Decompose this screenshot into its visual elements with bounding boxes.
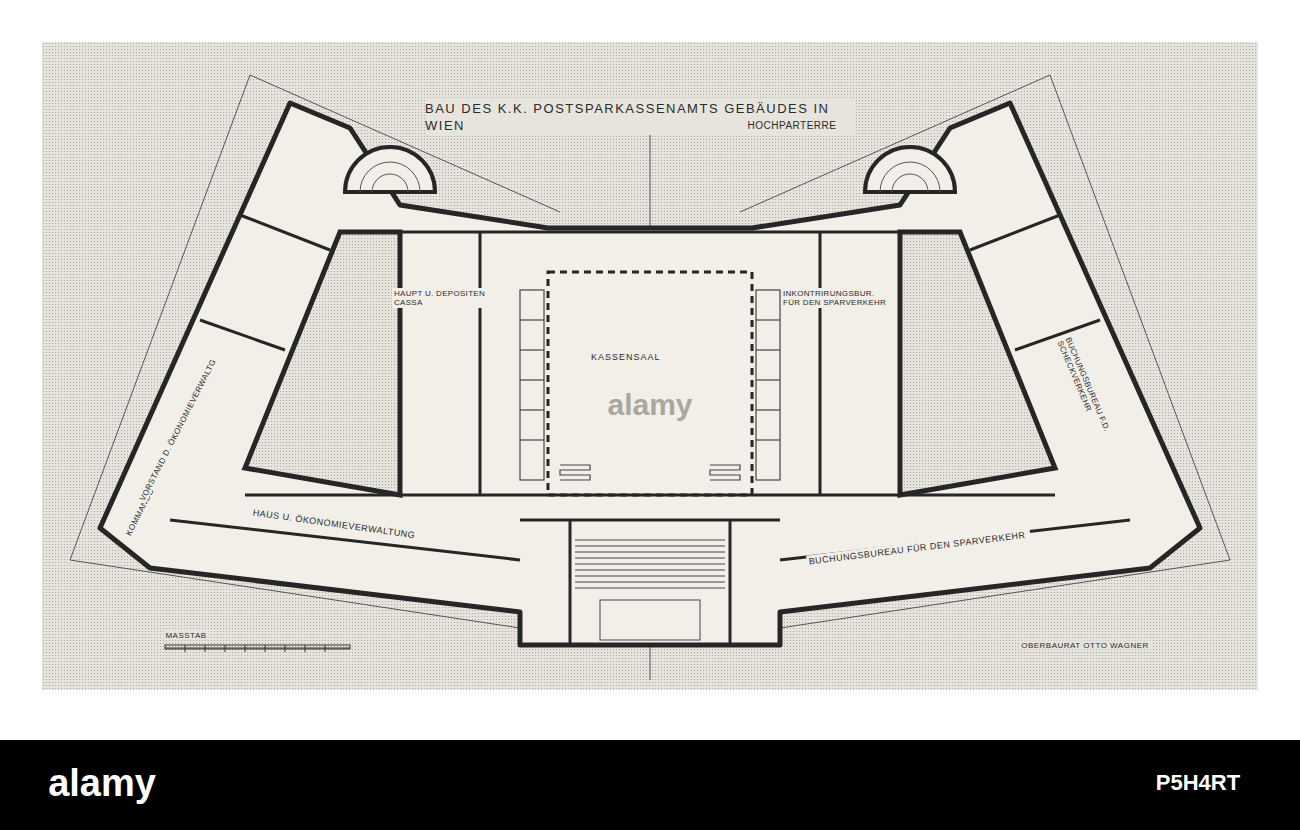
stair-steps — [360, 162, 940, 192]
building-outline — [100, 103, 1200, 645]
stock-bar — [0, 740, 1300, 830]
walls — [170, 215, 1130, 645]
stock-id: P5H4RT — [1154, 770, 1242, 796]
room-label: BUCHUNGSBUREAU FÜR DEN SPARVERKEHR — [806, 528, 1031, 568]
staircase — [345, 147, 955, 192]
room-area: HAUS U. ÖKONOMIEVERWALTUNG — [250, 506, 420, 542]
room-area: BUCHUNGSBUREAU F.D. SCHECKVERKEHR — [1053, 333, 1116, 446]
room-label: INKONTRIRUNGSBUR. FÜR DEN SPARVERKEHR — [781, 288, 895, 308]
room-area: INKONTRIRUNGSBUR. FÜR DEN SPARVERKEHR — [781, 288, 895, 308]
counters — [520, 290, 780, 480]
courtyard — [900, 232, 1055, 495]
watermark: alamy — [605, 388, 694, 422]
room-label: HAUS U. ÖKONOMIEVERWALTUNG — [250, 506, 420, 542]
room-area: HAUPT U. DEPOSITEN CASSA — [392, 288, 498, 308]
scale-bar — [165, 645, 350, 652]
room-label: HAUPT U. DEPOSITEN CASSA — [392, 288, 498, 308]
watermark: alamy — [46, 762, 158, 805]
paper-ground — [42, 42, 1258, 690]
floor-name: HOCHPARTERRE — [746, 120, 839, 131]
entrance-stairs — [575, 540, 725, 640]
scale-label: MASSTAB — [163, 631, 208, 640]
courtyard — [245, 232, 400, 495]
room-area: BUCHUNGSBUREAU FÜR DEN SPARVERKEHR — [806, 528, 1031, 568]
hall-piers — [548, 272, 752, 495]
room-label: KASSENSAAL — [589, 351, 665, 363]
room-label: BUCHUNGSBUREAU F.D. SCHECKVERKEHR — [1053, 333, 1116, 446]
room-area: KASSENSAAL — [589, 351, 665, 363]
room-label: VORSTAND D. ÖKONOMIEVERWALTG — [137, 356, 219, 505]
architect-signature: OBERBAURAT OTTO WAGNER — [1019, 641, 1151, 650]
site-lines — [70, 75, 1230, 680]
